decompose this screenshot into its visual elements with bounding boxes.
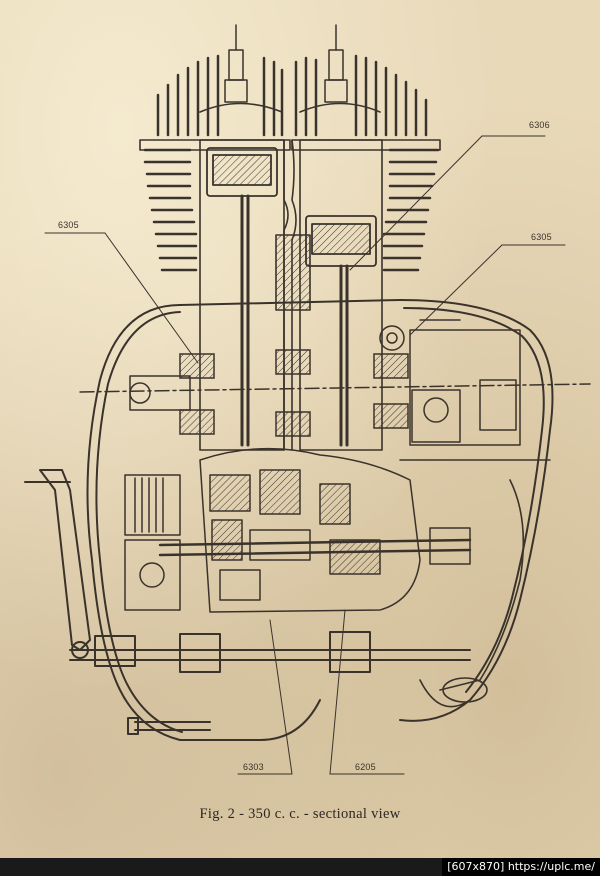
clutch [124, 474, 181, 611]
kickstart-lever [24, 469, 91, 659]
cylinder-barrels [199, 139, 383, 451]
part-label-6306: 6306 [529, 120, 550, 130]
part-label-6305-left: 6305 [58, 220, 79, 230]
pistons [206, 147, 377, 267]
figure-caption: Fig. 2 - 350 c. c. - sectional view [199, 806, 401, 822]
spark-plugs [224, 24, 348, 103]
leader-lines [44, 135, 566, 775]
engine-sectional-drawing [24, 24, 591, 775]
gearbox [158, 447, 472, 613]
gearbox-cover [419, 479, 525, 708]
left-cylinder-fins [143, 54, 284, 272]
part-label-6205: 6205 [355, 762, 376, 772]
crank-bearings [179, 349, 409, 437]
part-label-6303: 6303 [243, 762, 264, 772]
magneto-assembly [379, 319, 551, 461]
crankcase-shell [86, 299, 554, 741]
part-label-6305-right: 6305 [531, 232, 552, 242]
lower-shafts [69, 631, 471, 735]
watermark: [607x870] https://uplc.me/ [442, 858, 600, 876]
connecting-rods [240, 194, 349, 447]
crankshaft [79, 375, 591, 411]
